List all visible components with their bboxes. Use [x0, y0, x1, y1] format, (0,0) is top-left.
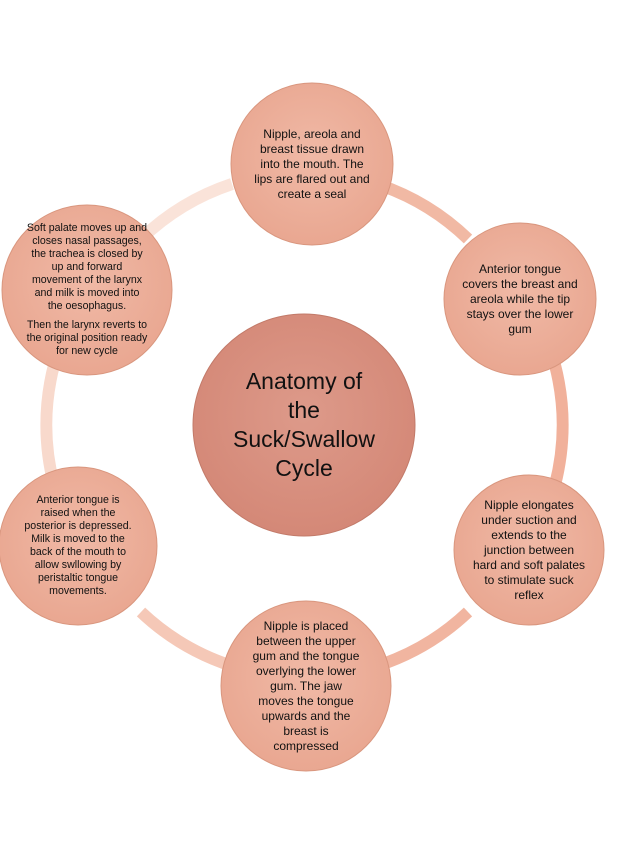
step-6-text: Soft palate moves up and closes nasal pa…: [26, 214, 148, 366]
step-2-label: Anterior tongue covers the breast and ar…: [462, 261, 578, 336]
ring-arc-2-3: [549, 363, 569, 487]
ring-arc-1-2: [375, 178, 473, 244]
ring-arc-5-6: [40, 363, 60, 487]
ring-arc-6-1: [136, 178, 234, 244]
center-title-line-1: Anatomy of: [245, 368, 363, 394]
step-6-label-2: Then the larynx reverts to the original …: [26, 319, 148, 357]
ring-arc-4-5: [136, 607, 234, 672]
center-circle: [192, 313, 416, 537]
step-4-text: Nipple is placed between the upper gum a…: [251, 616, 361, 756]
ring-arc-3-4: [375, 607, 473, 672]
step-2-circle: [443, 222, 597, 376]
step-1-label: Nipple, areola and breast tissue drawn i…: [254, 126, 370, 201]
step-1-text: Nipple, areola and breast tissue drawn i…: [252, 114, 372, 214]
center-title-line-3: Suck/Swallow: [233, 426, 375, 452]
step-5-circle: [0, 466, 158, 626]
step-2-text: Anterior tongue covers the breast and ar…: [460, 254, 580, 344]
step-3-label: Nipple elongates under suction and exten…: [472, 497, 586, 602]
step-5-text: Anterior tongue is raised when the poste…: [22, 494, 134, 597]
step-1-circle: [230, 82, 394, 246]
step-3-circle: [453, 474, 605, 626]
step-5-label: Anterior tongue is raised when the poste…: [24, 494, 132, 597]
step-4-label: Nipple is placed between the upper gum a…: [252, 618, 360, 753]
step-3-text: Nipple elongates under suction and exten…: [471, 490, 587, 610]
center-title-line-4: Cycle: [275, 455, 333, 481]
step-4-circle: [220, 600, 392, 772]
center-title: Anatomy of the Suck/Swallow Cycle: [214, 355, 394, 495]
step-6-circle: [1, 204, 173, 376]
step-6-label: Soft palate moves up and closes nasal pa…: [26, 222, 148, 312]
center-title-line-2: the: [288, 397, 320, 423]
